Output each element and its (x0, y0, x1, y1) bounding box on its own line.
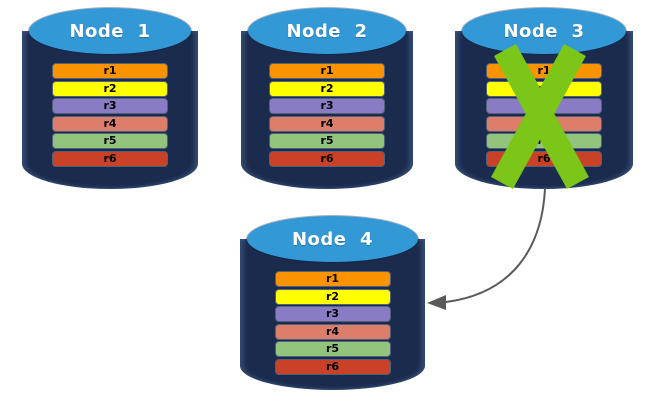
replica-bar: r2 (487, 81, 601, 96)
migration-arrow-icon (427, 188, 546, 310)
node-label: Node 2 (286, 20, 368, 42)
db-node-2: Node 2 r1 r2 r3 r4 r5 r6 (241, 8, 413, 189)
replica-bar: r2 (270, 81, 384, 96)
replica-bar: r5 (270, 134, 384, 148)
replica-bar: r3 (487, 99, 601, 113)
db-node-4: Node 4 r1 r2 r3 r4 r5 r6 (240, 216, 425, 390)
replica-bar: r4 (275, 324, 390, 339)
replica-bar: r1 (487, 64, 601, 78)
replica-bar: r2 (275, 289, 390, 304)
replica-bar: r4 (270, 116, 384, 131)
replica-list: r1 r2 r3 r4 r5 r6 (487, 64, 601, 166)
node-label: Node 4 (291, 228, 374, 250)
replica-bar: r3 (270, 99, 384, 113)
replica-bar: r6 (487, 151, 601, 166)
replica-list: r1 r2 r3 r4 r5 r6 (275, 272, 390, 374)
replica-bar: r1 (53, 64, 167, 78)
db-cylinder-top: Node 3 (462, 8, 626, 54)
replica-bar: r2 (53, 81, 167, 96)
db-node-3: Node 3 r1 r2 r3 r4 r5 r6 (455, 8, 633, 189)
replica-list: r1 r2 r3 r4 r5 r6 (270, 64, 384, 166)
replica-bar: r6 (53, 151, 167, 166)
db-cylinder-top: Node 2 (248, 8, 406, 54)
node-label: Node 3 (503, 20, 585, 42)
replica-bar: r4 (487, 116, 601, 131)
node-label: Node 1 (69, 20, 151, 42)
replica-bar: r5 (53, 134, 167, 148)
replica-bar: r3 (275, 307, 390, 321)
replica-bar: r1 (270, 64, 384, 78)
replica-bar: r5 (487, 134, 601, 148)
replica-bar: r5 (275, 342, 390, 356)
db-cylinder-top: Node 1 (29, 8, 191, 54)
replica-bar: r6 (270, 151, 384, 166)
replica-bar: r4 (53, 116, 167, 131)
replica-bar: r1 (275, 272, 390, 286)
db-node-1: Node 1 r1 r2 r3 r4 r5 r6 (22, 8, 198, 189)
replica-bar: r3 (53, 99, 167, 113)
replica-list: r1 r2 r3 r4 r5 r6 (53, 64, 167, 166)
replica-bar: r6 (275, 359, 390, 374)
db-cylinder-top: Node 4 (247, 216, 418, 262)
